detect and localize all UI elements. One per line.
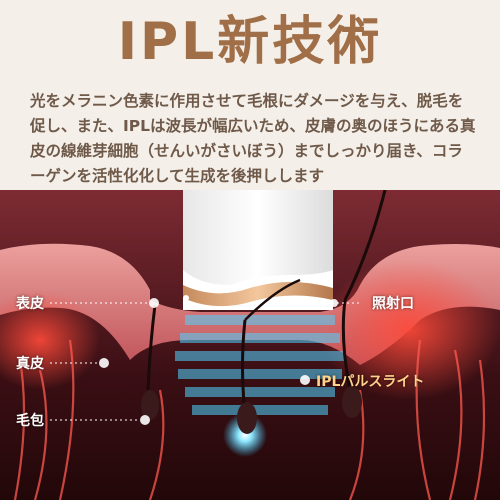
ipl-device xyxy=(183,190,333,310)
description-text: 光をメラニン色素に作用させて毛根にダメージを与え、脱毛を促し、また、IPLは波長… xyxy=(30,92,476,185)
label-dermis: 真皮 xyxy=(16,356,44,372)
hair-follicles xyxy=(141,190,387,434)
label-follicle: 毛包 xyxy=(16,413,44,429)
callout-markers xyxy=(50,298,360,425)
label-window: 照射口 xyxy=(372,296,414,312)
label-epidermis: 表皮 xyxy=(16,296,44,312)
page-title: IPL新技術 xyxy=(117,12,383,72)
red-glow xyxy=(320,260,500,400)
label-ipl-pulse: IPLパルスライト xyxy=(316,374,425,390)
skin-cross-section xyxy=(0,190,500,500)
text-panel: IPL新技術 光をメラニン色素に作用させて毛根にダメージを与え、脱毛を促し、また… xyxy=(0,0,500,190)
ipl-light-beams xyxy=(175,315,345,415)
skin-illustration: 表皮 真皮 毛包 照射口 IPLパルスライト xyxy=(0,190,500,500)
